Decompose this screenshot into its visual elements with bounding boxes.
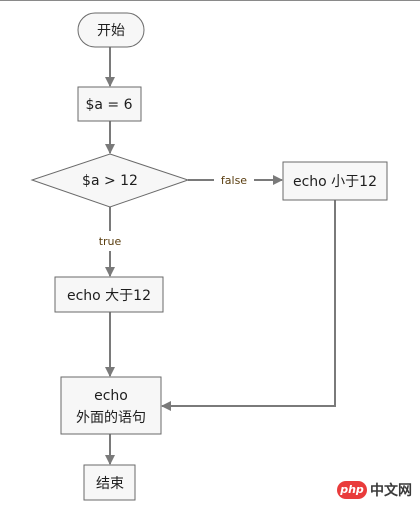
branch-true-label: echo 大于12 [67, 288, 151, 304]
edges [105, 47, 336, 465]
node-assign: $a = 6 [77, 86, 142, 122]
end-process-box [83, 464, 136, 501]
branch-false-process-box [282, 161, 388, 201]
branch-true-process-box [54, 276, 164, 313]
watermark-text: 中文网 [370, 483, 412, 499]
start-terminator-shape [77, 12, 145, 48]
edge-false-to-after [161, 200, 336, 411]
edge-label-false: false [221, 174, 247, 187]
assign-label: $a = 6 [85, 97, 132, 113]
node-branch-false: echo 小于12 [282, 161, 388, 201]
branch-false-label: echo 小于12 [293, 174, 377, 190]
watermark: php 中文网 [337, 480, 412, 500]
edge-label-true: true [99, 235, 122, 248]
node-branch-true: echo 大于12 [54, 276, 164, 313]
start-label: 开始 [97, 23, 125, 39]
assign-process-box [77, 86, 142, 122]
node-condition: $a > 12 [30, 153, 190, 208]
end-label: 结束 [96, 476, 124, 492]
after-label-line2: 外面的语句 [76, 410, 146, 426]
node-end: 结束 [83, 464, 136, 501]
after-label-line1: echo [94, 388, 128, 404]
node-start: 开始 [77, 12, 145, 48]
node-after: echo 外面的语句 [60, 376, 162, 435]
watermark-badge: php [337, 481, 367, 499]
condition-label: $a > 12 [82, 173, 138, 189]
top-border [0, 0, 420, 1]
condition-decision-diamond [30, 153, 190, 208]
after-process-box [60, 376, 162, 435]
